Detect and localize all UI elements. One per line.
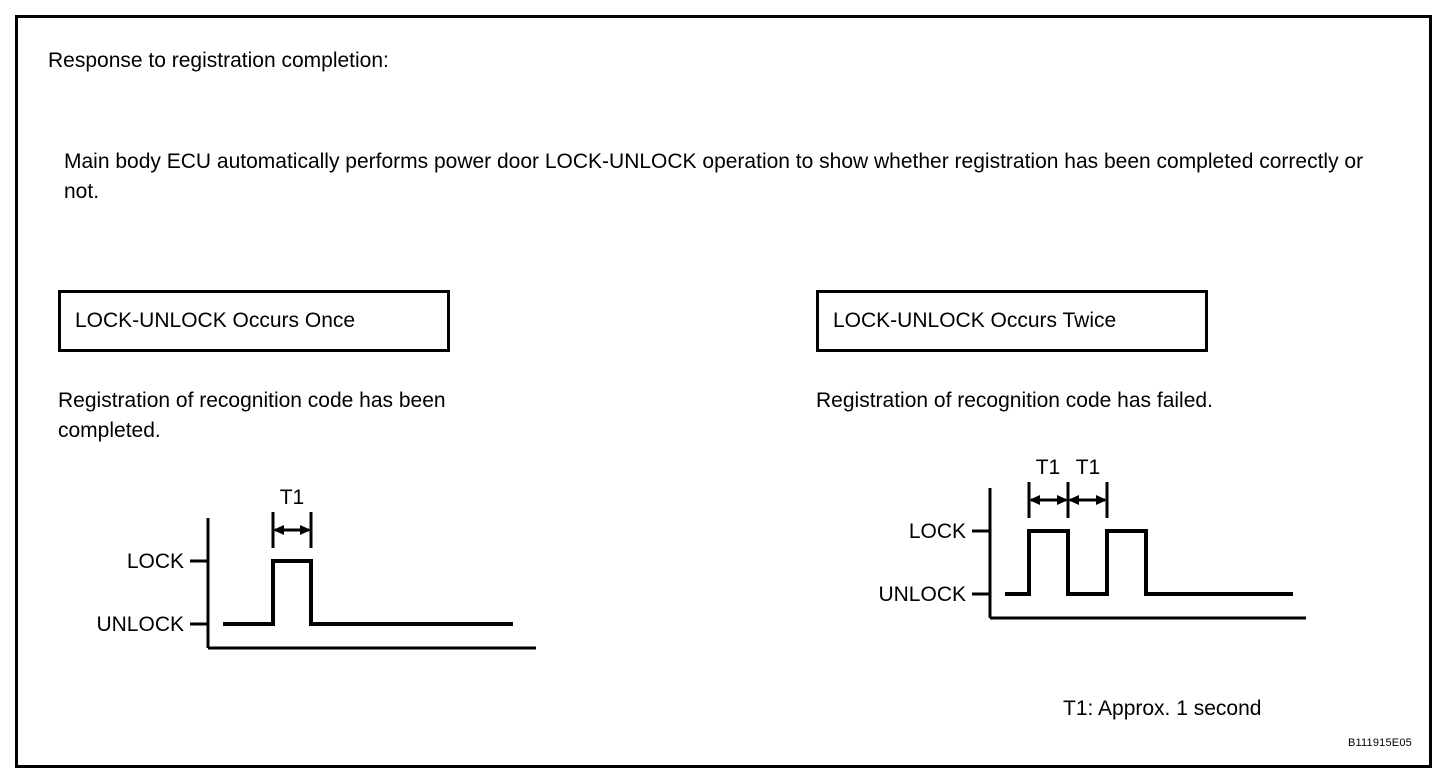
- intro-paragraph: Main body ECU automatically performs pow…: [64, 150, 1364, 203]
- arrowhead-second-left-twice: [1068, 495, 1079, 505]
- t1-note: T1: Approx. 1 second: [1063, 697, 1262, 720]
- arrowhead-second-right-twice: [1096, 495, 1107, 505]
- panel-title-twice: LOCK-UNLOCK Occurs Twice: [816, 290, 1208, 352]
- label-unlock-once: UNLOCK: [96, 613, 184, 636]
- label-lock-twice: LOCK: [909, 520, 966, 543]
- panel-lock-unlock-once: LOCK-UNLOCK Occurs Once Registration of …: [58, 290, 548, 661]
- waveform-svg-twice: LOCK UNLOCK T1 T1: [878, 456, 1306, 620]
- timing-diagram-once: LOCK UNLOCK T1: [58, 476, 548, 661]
- panel-caption-twice: Registration of recognition code has fai…: [816, 389, 1213, 412]
- label-unlock-twice: UNLOCK: [878, 583, 966, 606]
- dim-label-t1-once: T1: [280, 486, 305, 509]
- panel-title-once: LOCK-UNLOCK Occurs Once: [58, 290, 450, 352]
- panel-caption-once: Registration of recognition code has bee…: [58, 389, 446, 442]
- arrowhead-first-left-twice: [1029, 495, 1040, 505]
- label-lock-once: LOCK: [127, 550, 184, 573]
- reference-code: B111915E05: [1348, 737, 1412, 749]
- panel-lock-unlock-twice: LOCK-UNLOCK Occurs Twice Registration of…: [816, 290, 1316, 631]
- signal-trace-once: [223, 559, 513, 626]
- arrowhead-right-once: [300, 525, 311, 535]
- dim-label-t1-first-twice: T1: [1036, 456, 1061, 479]
- signal-trace-twice: [1005, 529, 1293, 596]
- timing-diagram-twice: LOCK UNLOCK T1 T1: [816, 446, 1316, 631]
- waveform-svg-once: LOCK UNLOCK T1: [96, 486, 536, 650]
- arrowhead-first-right-twice: [1057, 495, 1068, 505]
- arrowhead-left-once: [273, 525, 284, 535]
- dim-label-t1-second-twice: T1: [1076, 456, 1101, 479]
- page-title: Response to registration completion:: [48, 49, 389, 72]
- figure-border: [15, 15, 1432, 768]
